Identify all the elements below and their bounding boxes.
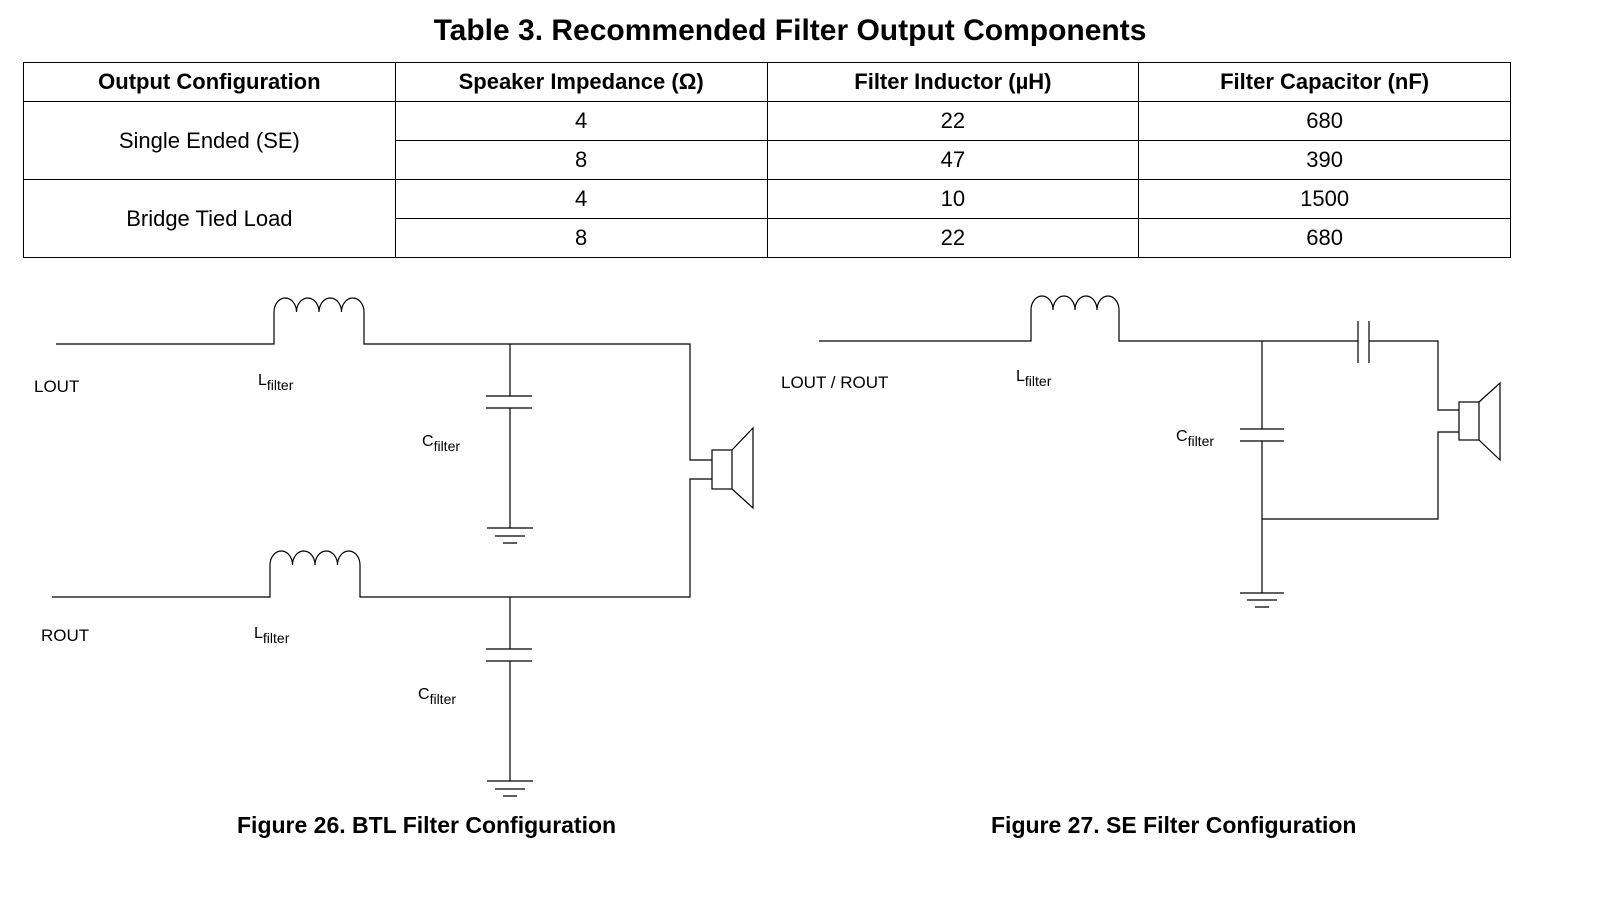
config-cell-se: Single Ended (SE) [23, 101, 396, 180]
btl-top-cap-plates [486, 395, 532, 409]
impedance-cell: 4 [394, 179, 768, 219]
header-speaker-impedance: Speaker Impedance (Ω) [394, 62, 768, 102]
se-input-label: LOUT / ROUT [781, 373, 888, 392]
se-dc-block-cap-plates [1357, 321, 1370, 363]
capacitor-cell: 680 [1138, 101, 1511, 141]
config-cell-btl: Bridge Tied Load [23, 179, 396, 258]
se-shunt-cap-plates [1240, 428, 1284, 442]
table-row: Bridge Tied Load 4 10 1500 [23, 179, 1511, 258]
header-output-configuration: Output Configuration [23, 62, 396, 102]
btl-schematic [52, 297, 754, 797]
btl-speaker-icon [711, 426, 754, 510]
table-title: Table 3. Recommended Filter Output Compo… [433, 14, 1147, 47]
inductor-cell: 10 [766, 179, 1140, 219]
filter-schematics: LOUT ROUT Lfilter Lfilter Cfilter Cfilte… [34, 295, 1501, 797]
header-filter-inductor: Filter Inductor (µH) [766, 62, 1140, 102]
btl-rout-wire [52, 478, 712, 598]
se-input-wire [819, 295, 1459, 411]
btl-lout-label: LOUT [34, 377, 79, 396]
impedance-cell: 4 [394, 101, 768, 141]
capacitor-cell: 390 [1138, 140, 1511, 180]
table-row: Single Ended (SE) 4 22 680 [23, 101, 1511, 180]
table-header-row: Output Configuration Speaker Impedance (… [23, 62, 1511, 102]
filter-components-table: Output Configuration Speaker Impedance (… [23, 62, 1511, 258]
table-row: 8 22 680 [24, 218, 1511, 258]
header-filter-capacitor: Filter Capacitor (nF) [1138, 62, 1511, 102]
se-return-wire [1262, 431, 1459, 520]
inductor-cell: 22 [766, 218, 1140, 258]
btl-bottom-capacitor-label: Cfilter [418, 686, 456, 707]
btl-bottom-inductor-label: Lfilter [254, 625, 290, 646]
se-ground-icon [1240, 592, 1284, 608]
se-capacitor-label: Cfilter [1176, 428, 1214, 449]
impedance-cell: 8 [394, 140, 768, 180]
se-inductor-label: Lfilter [1016, 368, 1052, 389]
inductor-cell: 22 [766, 101, 1140, 141]
se-schematic [819, 295, 1501, 608]
btl-rout-label: ROUT [41, 626, 89, 645]
btl-top-inductor-label: Lfilter [258, 372, 294, 393]
se-speaker-icon [1458, 381, 1501, 462]
btl-top-ground-icon [487, 527, 533, 544]
impedance-cell: 8 [394, 218, 768, 258]
capacitor-cell: 1500 [1138, 179, 1511, 219]
btl-bottom-ground-icon [487, 780, 533, 797]
btl-lout-wire [56, 297, 712, 461]
figure-27-caption: Figure 27. SE Filter Configuration [991, 812, 1357, 838]
inductor-cell: 47 [766, 140, 1140, 180]
btl-top-capacitor-label: Cfilter [422, 433, 460, 454]
table-row: 8 47 390 [24, 140, 1511, 180]
figure-26-caption: Figure 26. BTL Filter Configuration [237, 812, 617, 838]
capacitor-cell: 680 [1138, 218, 1511, 258]
btl-bottom-cap-plates [486, 648, 532, 662]
